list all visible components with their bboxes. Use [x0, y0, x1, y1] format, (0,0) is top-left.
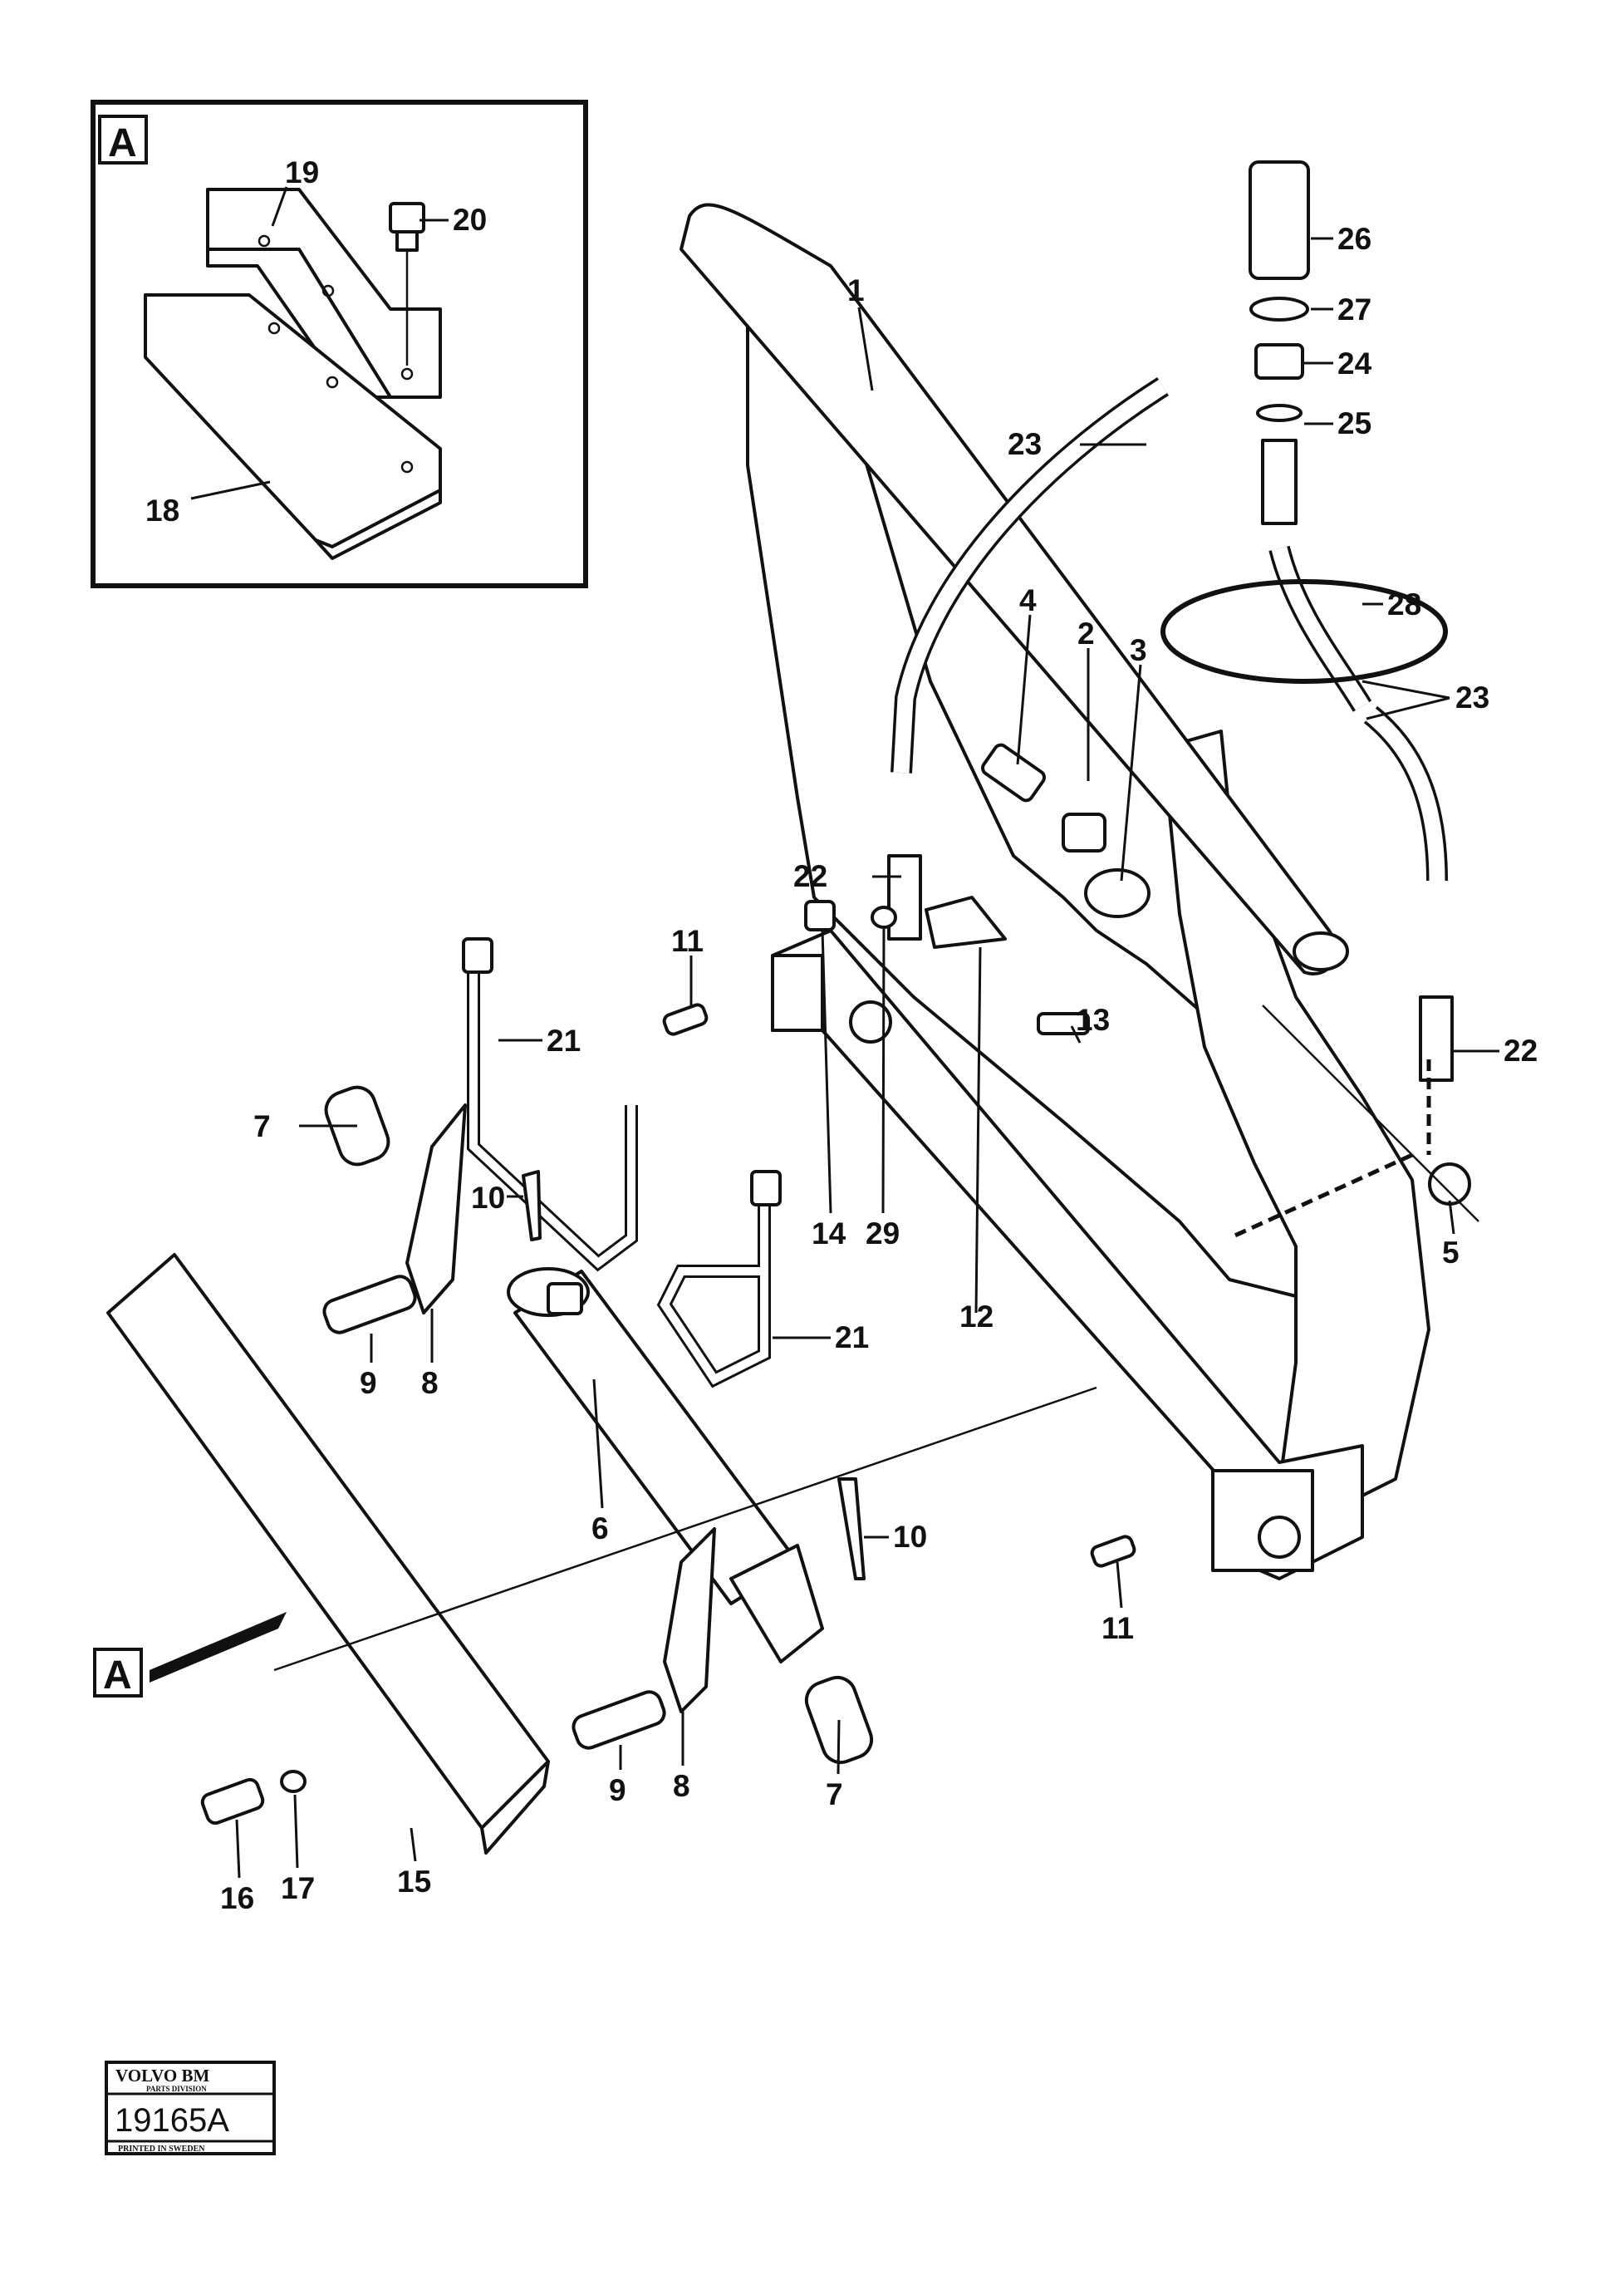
stamp-division: PARTS DIVISION	[146, 2085, 207, 2093]
label-part-10-lower: 10	[893, 1520, 927, 1554]
label-part-7-upper: 7	[253, 1109, 271, 1143]
bolt-part-13	[1037, 1012, 1090, 1035]
pivot-pin-parts	[980, 743, 1479, 1241]
label-part-16: 16	[220, 1881, 254, 1915]
label-part-21-lower: 21	[835, 1320, 869, 1354]
label-part-18: 18	[145, 494, 179, 528]
nipple-part-11-lower	[1090, 1535, 1136, 1568]
label-part-10-upper: 10	[471, 1181, 505, 1215]
washer-part-17	[280, 1770, 307, 1793]
nut-part-14	[804, 900, 836, 931]
label-part-9-lower: 9	[609, 1773, 626, 1807]
stamp-number: 19165A	[115, 2102, 229, 2139]
label-part-26: 26	[1337, 222, 1371, 256]
cylinder-part-6	[507, 1267, 824, 1663]
label-part-19: 19	[285, 155, 319, 189]
label-part-29: 29	[866, 1216, 900, 1250]
lever-arm-part-8-upper	[405, 1103, 467, 1314]
label-part-12: 12	[959, 1300, 994, 1334]
lever-arm-part-8-lower	[663, 1527, 716, 1713]
label-part-23-upper: 23	[1008, 427, 1042, 461]
label-part-24: 24	[1337, 346, 1372, 381]
label-part-15: 15	[397, 1865, 431, 1899]
volvo-bm-stamp: VOLVO BM PARTS DIVISION 19165A PRINTED I…	[105, 2061, 276, 2155]
label-part-27: 27	[1337, 292, 1371, 327]
label-part-25: 25	[1337, 406, 1371, 440]
washer-part-29	[871, 906, 897, 929]
stamp-brand: VOLVO BM	[115, 2066, 209, 2086]
guard-plate-part-15	[106, 1253, 1097, 1855]
detail-a-pointer-letter: A	[103, 1653, 132, 1698]
label-part-13: 13	[1076, 1003, 1110, 1037]
bolt-part-16	[200, 1777, 265, 1825]
label-part-22-right: 22	[1504, 1034, 1538, 1068]
label-part-20: 20	[453, 203, 487, 237]
detail-bolt-20	[389, 202, 425, 366]
label-part-17: 17	[281, 1871, 315, 1905]
fitting-part-22-left	[887, 854, 922, 941]
label-part-28: 28	[1387, 587, 1421, 622]
fitting-part-22-right	[1419, 995, 1454, 1082]
hose-part-23	[891, 377, 1448, 882]
part-labels: 1 2 3 4 5 6 7 7 8 8 9 9 10 10 11 11 12 1…	[145, 155, 1538, 1915]
nipple-part-11-upper	[662, 1003, 709, 1036]
label-part-23-right: 23	[1455, 681, 1489, 715]
o-ring-part-28	[1160, 579, 1448, 684]
coupling-stack	[1249, 160, 1310, 525]
pipe-part-21	[462, 937, 782, 1388]
stamp-printed: PRINTED IN SWEDEN	[118, 2145, 205, 2154]
detail-plate-18	[144, 293, 442, 560]
label-part-21-upper: 21	[547, 1024, 581, 1058]
frame-part-1	[680, 203, 1430, 1580]
pin-part-9-lower	[572, 1690, 666, 1750]
label-part-11-upper: 11	[671, 924, 704, 958]
label-part-2: 2	[1077, 617, 1095, 651]
label-part-4: 4	[1019, 583, 1037, 617]
label-part-6: 6	[591, 1511, 609, 1545]
label-part-7-lower: 7	[826, 1777, 843, 1811]
label-part-8-upper: 8	[421, 1366, 439, 1400]
pin-part-9-upper	[322, 1275, 417, 1334]
detail-a-inset: A	[91, 100, 588, 588]
label-part-14: 14	[812, 1216, 846, 1250]
label-part-11-lower: 11	[1101, 1611, 1134, 1645]
detail-a-pointer: A	[93, 1612, 287, 1698]
bracket-part-12	[925, 896, 1007, 949]
label-part-8-lower: 8	[673, 1769, 690, 1803]
label-part-9-upper: 9	[360, 1366, 377, 1400]
label-part-1: 1	[847, 273, 865, 307]
label-part-22-left: 22	[793, 859, 827, 893]
label-part-3: 3	[1130, 633, 1147, 667]
label-part-5: 5	[1442, 1236, 1460, 1270]
detail-a-letter: A	[108, 121, 137, 165]
leader-lines	[235, 237, 1499, 1879]
cotter-pin-part-10-upper	[522, 1170, 542, 1241]
cotter-pin-part-10-lower	[837, 1477, 866, 1580]
